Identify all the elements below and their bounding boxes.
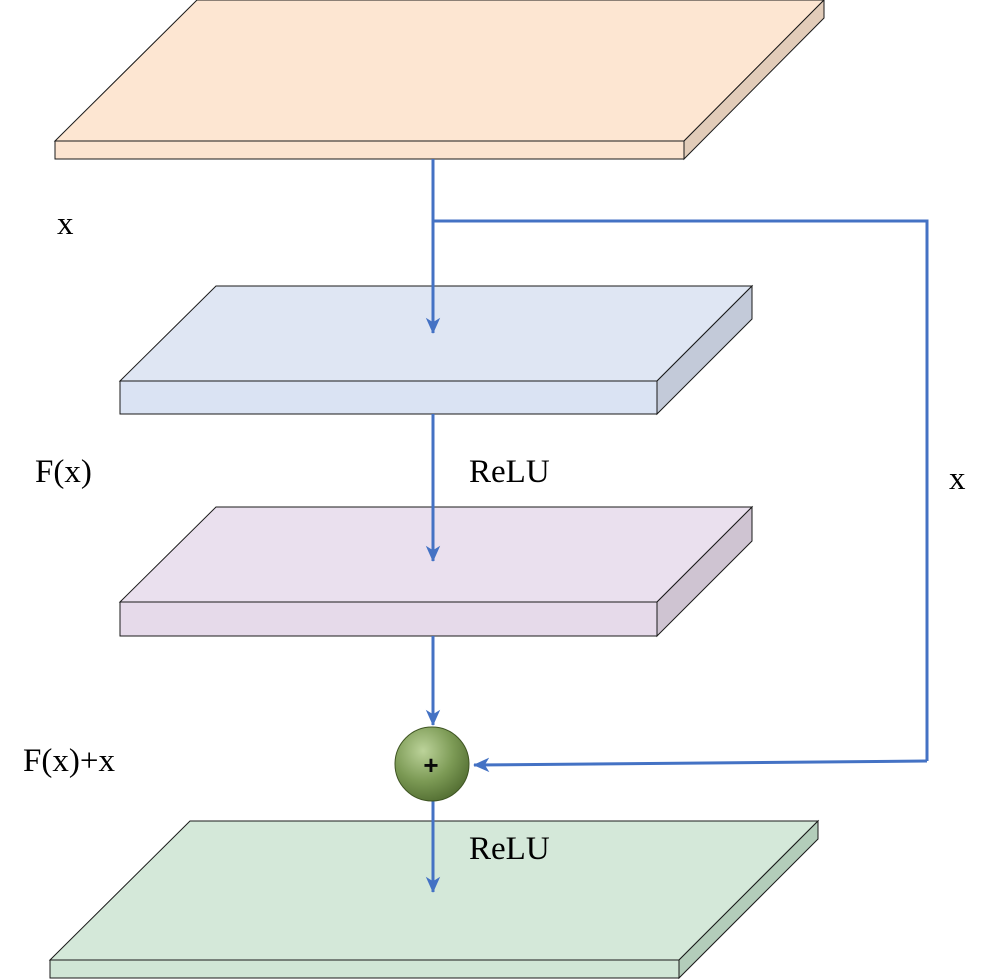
- hidden-layer-1-side-face: [656, 284, 753, 416]
- sum-node-plus-symbol: +: [423, 750, 438, 780]
- hidden-layer-1: [118, 284, 754, 416]
- input-layer-side-face: [683, 0, 825, 161]
- skip-connection-line: [433, 219, 929, 761]
- sum-node: +: [394, 726, 470, 802]
- label-input-x: x: [57, 206, 74, 242]
- hidden-layer-2: [118, 505, 754, 638]
- skip-connection-arrow: [473, 757, 928, 773]
- hidden-layer-2-top-face: [118, 506, 754, 603]
- hidden-layer-1-top-face: [118, 285, 754, 382]
- input-layer-front-face: [54, 140, 685, 160]
- connectors: [425, 159, 929, 893]
- sum-node-sphere: [394, 726, 470, 802]
- label-sum-output: F(x)+x: [23, 743, 115, 779]
- hidden-layer-1-front-face: [119, 380, 658, 415]
- hidden-layer-2-side-face: [656, 505, 753, 638]
- output-layer-front-face: [49, 959, 680, 979]
- input-layer: [53, 0, 825, 161]
- label-relu-2: ReLU: [469, 831, 550, 867]
- label-skip-x: x: [949, 461, 966, 497]
- output-layer-side-face: [678, 819, 819, 980]
- hidden-layer-2-front-face: [119, 601, 658, 637]
- label-relu-1: ReLU: [469, 454, 550, 490]
- label-residual-function: F(x): [35, 454, 92, 490]
